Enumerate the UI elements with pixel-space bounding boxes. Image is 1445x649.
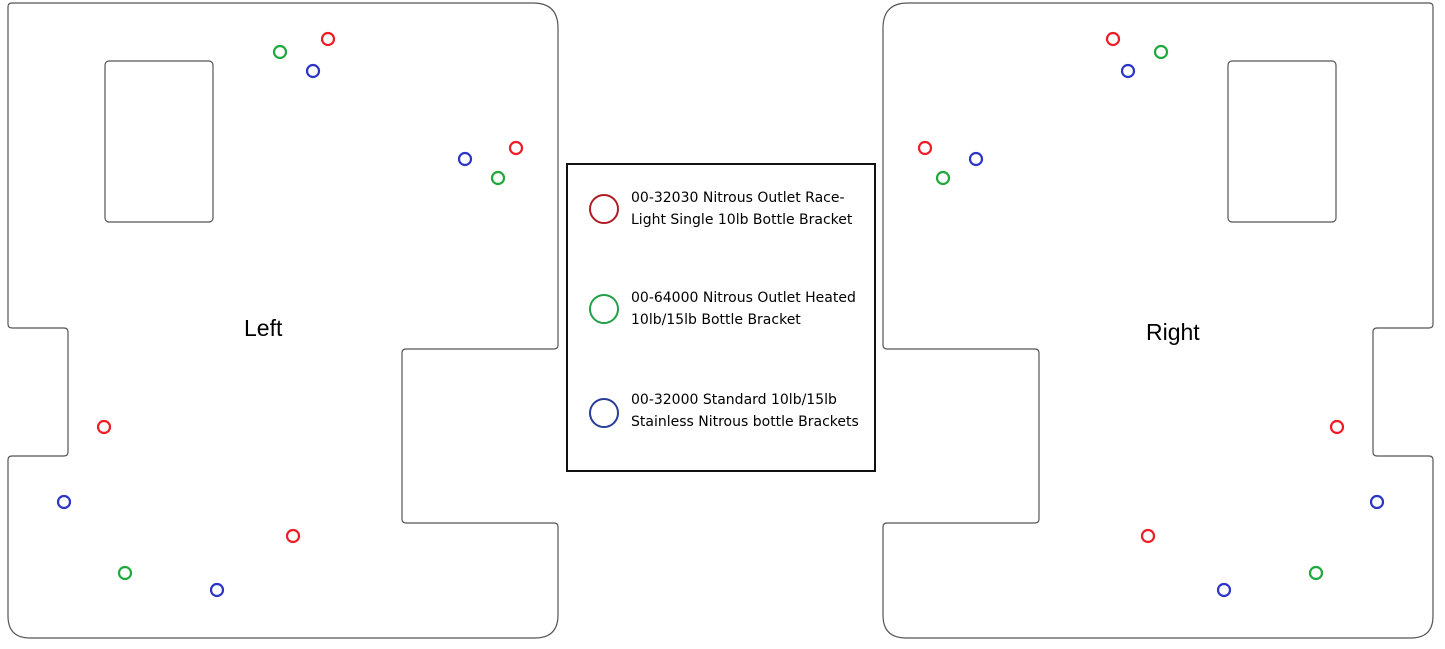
marker-blue bbox=[1216, 582, 1232, 598]
marker-red bbox=[917, 140, 933, 156]
marker-red bbox=[1329, 419, 1345, 435]
marker-green bbox=[1308, 565, 1324, 581]
blue-circle-icon bbox=[589, 398, 619, 428]
legend: 00-32030 Nitrous Outlet Race-Light Singl… bbox=[566, 163, 876, 472]
marker-green bbox=[1153, 44, 1169, 60]
legend-text: 00-64000 Nitrous Outlet Heated 10lb/15lb… bbox=[631, 290, 856, 328]
marker-green bbox=[117, 565, 133, 581]
marker-red bbox=[1105, 31, 1121, 47]
marker-blue bbox=[1369, 494, 1385, 510]
left-plate bbox=[7, 2, 559, 639]
marker-green bbox=[490, 170, 506, 186]
legend-text: 00-32000 Standard 10lb/15lb Stainless Ni… bbox=[631, 392, 859, 430]
marker-red bbox=[1140, 528, 1156, 544]
right-plate-cutout bbox=[1227, 60, 1337, 223]
left-plate-cutout bbox=[104, 60, 214, 223]
marker-blue bbox=[56, 494, 72, 510]
marker-green bbox=[272, 44, 288, 60]
marker-blue bbox=[209, 582, 225, 598]
legend-text: 00-32030 Nitrous Outlet Race-Light Singl… bbox=[631, 190, 853, 228]
marker-red bbox=[285, 528, 301, 544]
red-circle-icon bbox=[589, 194, 619, 224]
green-circle-icon bbox=[589, 294, 619, 324]
marker-blue bbox=[457, 151, 473, 167]
marker-blue bbox=[305, 63, 321, 79]
marker-blue bbox=[1120, 63, 1136, 79]
marker-red bbox=[508, 140, 524, 156]
marker-red bbox=[96, 419, 112, 435]
right-plate-label: Right bbox=[1146, 319, 1200, 345]
left-plate-label: Left bbox=[244, 315, 283, 341]
marker-green bbox=[935, 170, 951, 186]
marker-blue bbox=[968, 151, 984, 167]
marker-red bbox=[320, 31, 336, 47]
